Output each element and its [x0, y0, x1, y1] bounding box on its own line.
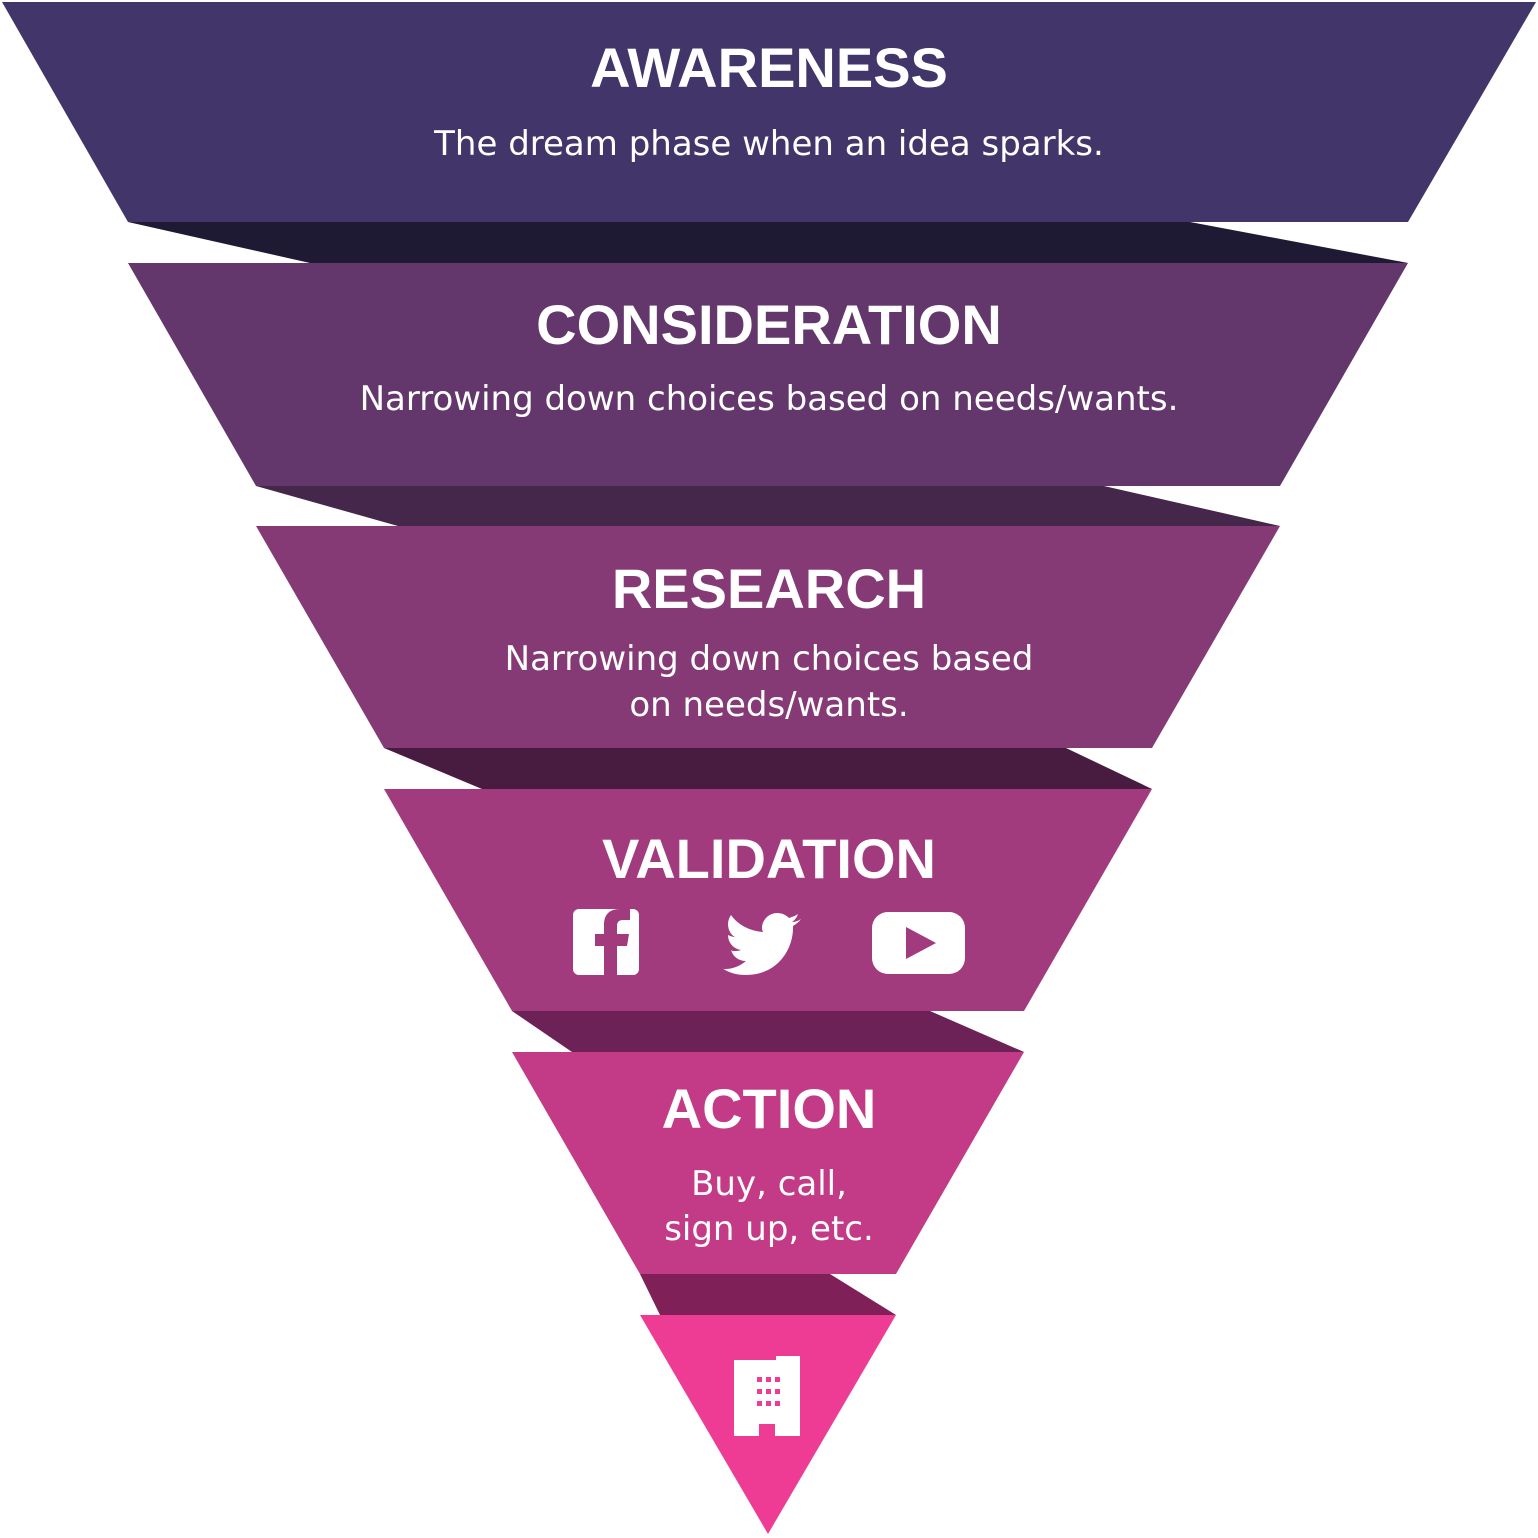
- youtube-icon: [872, 912, 965, 974]
- stage-title-awareness: AWARENESS: [590, 36, 948, 99]
- stage-shadow-awareness: [128, 222, 1408, 263]
- stage-band-action: [512, 1052, 1024, 1274]
- stage-final: [640, 1315, 896, 1534]
- stage-title-consideration: CONSIDERATION: [536, 293, 1002, 356]
- stage-title-validation: VALIDATION: [602, 827, 936, 890]
- stage-shadow-research: [384, 748, 1152, 789]
- stage-shadow-action: [640, 1274, 896, 1315]
- stage-band-consideration: [128, 263, 1408, 486]
- stage-action: ACTION Buy, call, sign up, etc.: [512, 1052, 1024, 1274]
- facebook-icon: [573, 909, 639, 975]
- stage-research: RESEARCH Narrowing down choices based on…: [256, 526, 1280, 748]
- stage-desc-action-line-2: sign up, etc.: [664, 1209, 874, 1249]
- stage-consideration: CONSIDERATION Narrowing down choices bas…: [128, 263, 1408, 486]
- twitter-icon: [722, 913, 801, 975]
- building-icon: [734, 1356, 800, 1436]
- stage-band-research: [256, 526, 1280, 748]
- stage-desc-consideration: Narrowing down choices based on needs/wa…: [360, 379, 1179, 419]
- stage-title-action: ACTION: [662, 1077, 877, 1140]
- stage-awareness: AWARENESS The dream phase when an idea s…: [2, 2, 1536, 222]
- stage-title-research: RESEARCH: [612, 557, 926, 620]
- stage-desc-awareness: The dream phase when an idea sparks.: [433, 124, 1104, 164]
- stage-shadow-validation: [512, 1011, 1024, 1052]
- stage-desc-action-line-1: Buy, call,: [691, 1164, 847, 1204]
- stage-band-validation: [384, 789, 1152, 1011]
- stage-shadow-consideration: [256, 486, 1280, 526]
- stage-validation: VALIDATION: [384, 789, 1152, 1011]
- stage-desc-research-line-2: on needs/wants.: [629, 685, 908, 725]
- stage-band-awareness: [2, 2, 1536, 222]
- stage-desc-research-line-1: Narrowing down choices based: [505, 639, 1034, 679]
